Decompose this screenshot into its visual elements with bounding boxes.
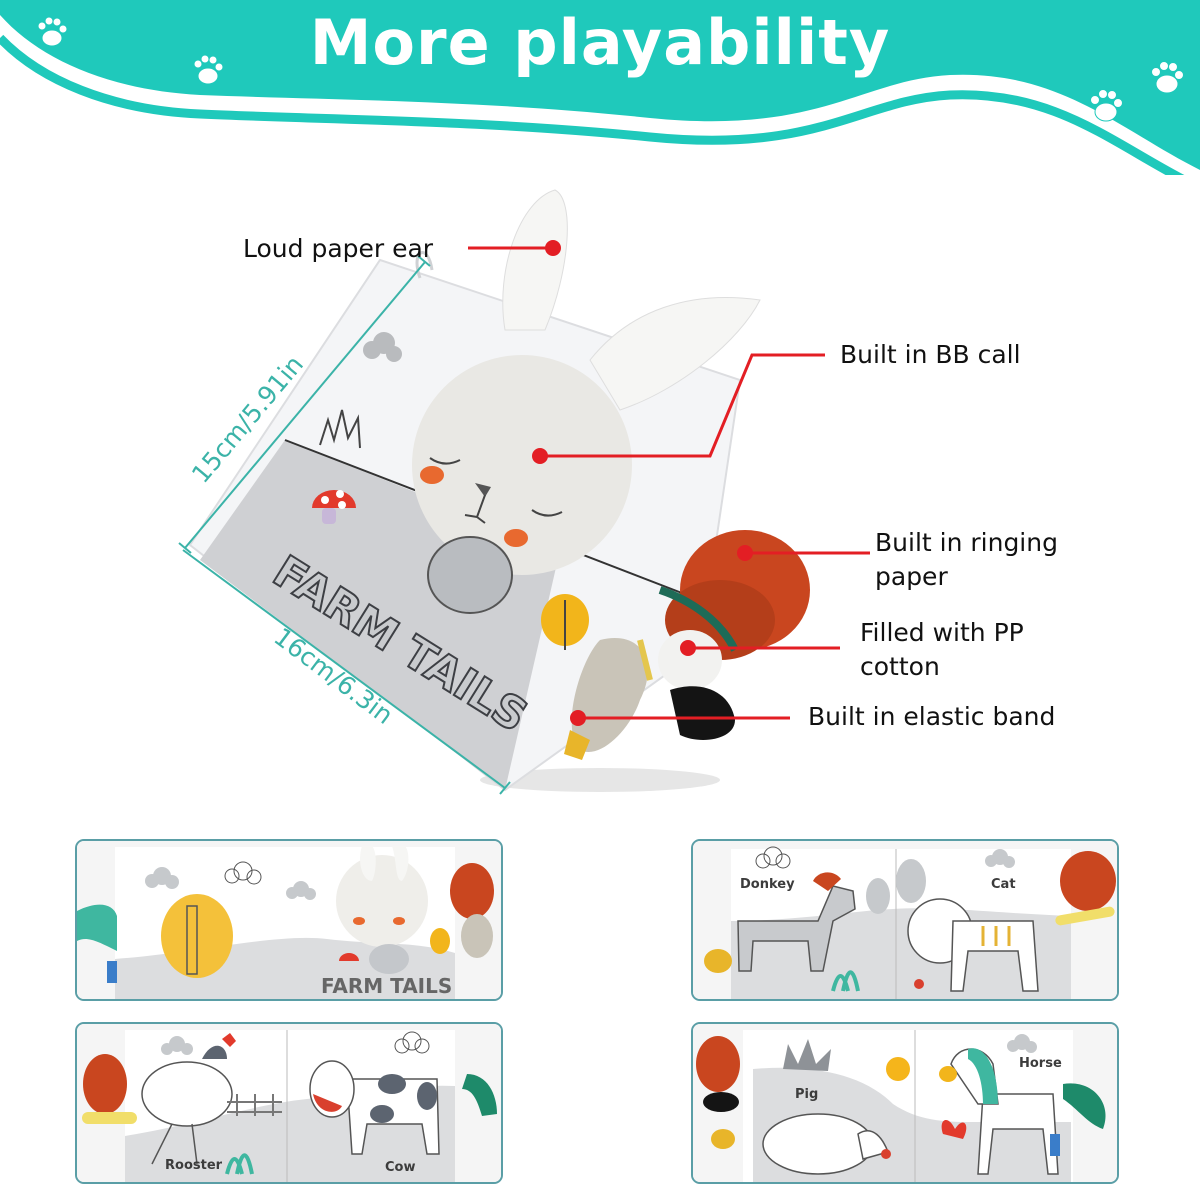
product-illustration: FARM TAILS <box>178 189 870 795</box>
callout-pp-cotton-line1: Filled with PP <box>860 618 1024 647</box>
callout-dots <box>532 240 753 726</box>
thumbnail-farm-tails: FARM TAILS <box>75 839 503 1001</box>
dimension-lines <box>178 255 511 795</box>
callout-pp-cotton-line2: cotton <box>860 652 940 681</box>
thumbnail-label-cow: Cow <box>385 1160 416 1175</box>
thumbnail-farm-tails-title: FARM TAILS <box>321 974 453 998</box>
thumbnail-illustration <box>77 841 501 999</box>
thumbnail-rooster-cow: Rooster Cow <box>75 1022 503 1184</box>
callout-elastic-band: Built in elastic band <box>808 702 1056 731</box>
paw-icon <box>37 16 1184 122</box>
callout-loud-paper-ear: Loud paper ear <box>243 234 434 263</box>
cloth-book: FARM TAILS <box>188 189 810 792</box>
callout-pp-cotton: Filled with PP cotton <box>860 616 1024 684</box>
thumbnail-illustration <box>693 841 1117 999</box>
callout-ringing-paper: Built in ringing paper <box>875 526 1058 594</box>
callout-bb-call: Built in BB call <box>840 340 1021 369</box>
thumbnail-donkey-cat: Donkey Cat <box>691 839 1119 1001</box>
callout-ringing-paper-line2: paper <box>875 562 948 591</box>
thumbnail-illustration <box>693 1024 1117 1182</box>
callout-lines <box>468 246 870 720</box>
header-banner: More playability <box>0 0 1200 175</box>
banner-title: More playability <box>309 6 891 79</box>
thumbnail-label-pig: Pig <box>795 1087 819 1102</box>
thumbnail-label-donkey: Donkey <box>740 877 795 892</box>
thumbnail-pig-horse: Pig Horse <box>691 1022 1119 1184</box>
wave-background <box>0 0 1200 175</box>
callout-ringing-paper-line1: Built in ringing <box>875 528 1058 557</box>
thumbnail-label-cat: Cat <box>991 877 1016 892</box>
thumbnail-label-horse: Horse <box>1019 1056 1062 1071</box>
thumbnail-label-rooster: Rooster <box>165 1158 223 1173</box>
product-diagram: FARM TAILS <box>178 189 1058 795</box>
thumbnail-illustration <box>77 1024 501 1182</box>
